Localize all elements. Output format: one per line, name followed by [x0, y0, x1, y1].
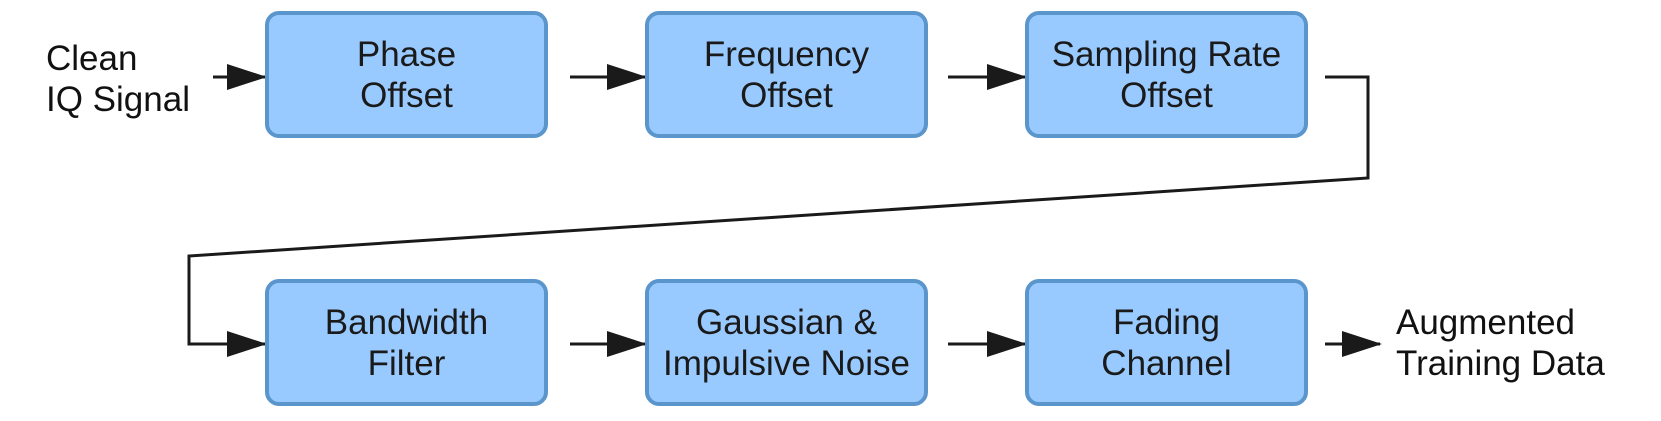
block-label-line1: Gaussian &: [696, 302, 877, 342]
block-label-line2: Offset: [360, 75, 453, 115]
bandwidth-filter-block: Bandwidth Filter: [265, 279, 548, 406]
block-label-line1: Fading: [1112, 302, 1221, 342]
frequency-offset-block: Frequency Offset: [645, 11, 928, 138]
block-label-line2: Impulsive Noise: [662, 343, 911, 383]
output-label: Augmented Training Data: [1396, 302, 1605, 384]
arrow-sampling-to-bandwidth: [187, 75, 1370, 357]
block-label-line1: Bandwidth: [324, 302, 489, 342]
fading-channel-block: Fading Channel: [1025, 279, 1308, 406]
block-label-line2: Offset: [1120, 75, 1213, 115]
sampling-rate-offset-block: Sampling Rate Offset: [1025, 11, 1308, 138]
block-label-line1: Frequency: [703, 34, 870, 74]
input-label-line2: IQ Signal: [46, 80, 190, 119]
input-label: Clean IQ Signal: [46, 38, 190, 120]
block-label-line1: Sampling Rate: [1051, 34, 1282, 74]
block-label-line1: Phase: [356, 34, 457, 74]
phase-offset-block: Phase Offset: [265, 11, 548, 138]
block-label-line2: Offset: [740, 75, 833, 115]
input-label-line1: Clean: [46, 39, 138, 78]
output-label-line1: Augmented: [1396, 303, 1576, 342]
block-label-line2: Filter: [367, 343, 446, 383]
gaussian-impulsive-noise-block: Gaussian & Impulsive Noise: [645, 279, 928, 406]
output-label-line2: Training Data: [1396, 344, 1605, 383]
block-label-line2: Channel: [1101, 343, 1232, 383]
